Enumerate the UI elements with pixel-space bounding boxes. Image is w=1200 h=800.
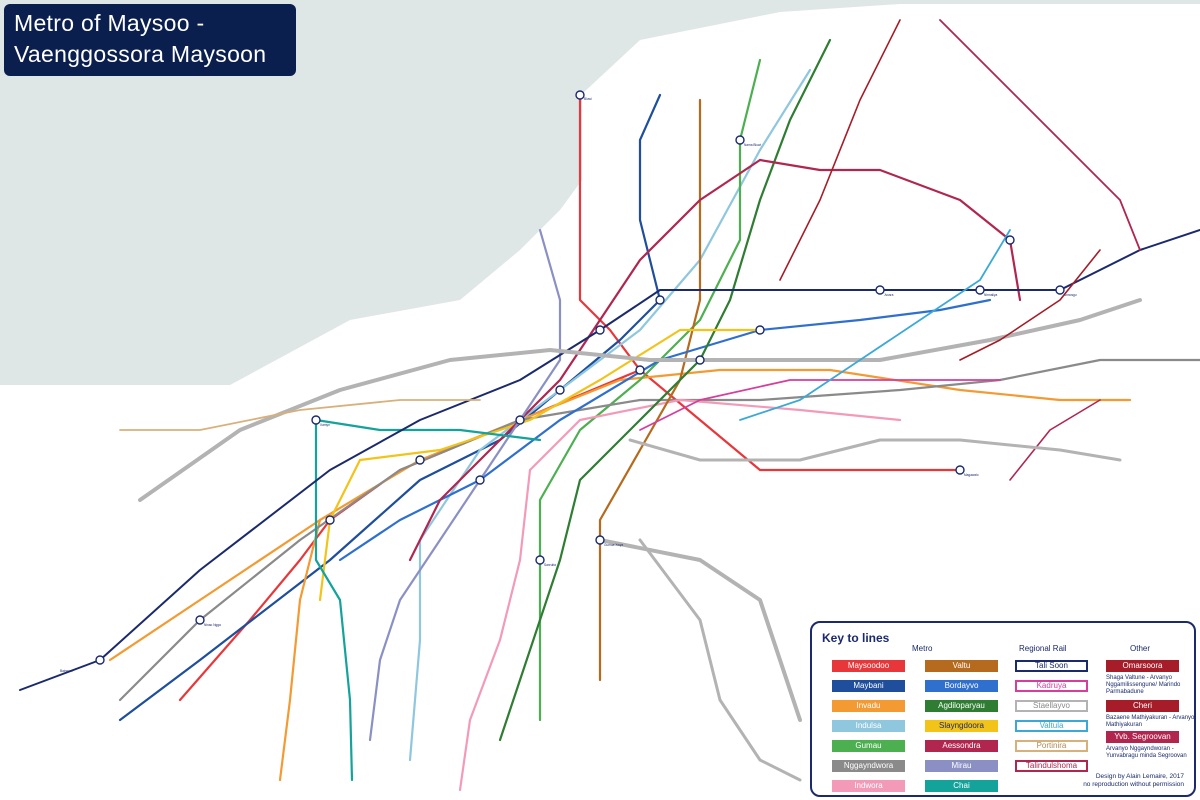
legend-line-aessondra[interactable]: Aessondra (925, 740, 998, 752)
metro-lines (19, 19, 1200, 792)
interchange-station[interactable] (311, 415, 321, 425)
legend-line-nggayndwora[interactable]: Nggayndwora (832, 760, 905, 772)
interchange-station[interactable] (515, 415, 525, 425)
map-title-line2: Vaenggossora Maysoon (14, 41, 267, 67)
legend-line-slayngdoora[interactable]: Slayngdoora (925, 720, 998, 732)
line-segroovan (1009, 399, 1101, 481)
interchange-station[interactable] (415, 455, 425, 465)
line-indwora (458, 468, 532, 792)
legend-other-heading: Other (1130, 644, 1151, 653)
line-portinira (119, 399, 481, 431)
line-valtula (739, 229, 1011, 421)
credit-line2: no reproduction without permission (1083, 781, 1184, 788)
interchange-station[interactable] (595, 535, 605, 545)
legend-line-gumau[interactable]: Gumau (832, 740, 905, 752)
map-credit: Design by Alain Lemaire, 2017 no reprodu… (1083, 773, 1184, 789)
station-label[interactable]: Ninao Ngga (204, 623, 221, 627)
legend-note-bazaene: Bazaene Mathiyakuran - Arvanyo Mathiyaku… (1106, 715, 1195, 728)
legend-line-maybani[interactable]: Maybani (832, 680, 905, 692)
interchange-station[interactable] (535, 555, 545, 565)
interchange-station[interactable] (95, 655, 105, 665)
legend-line-valtu[interactable]: Valtu (925, 660, 998, 672)
line-outer-grey-east (628, 438, 1122, 462)
line-talindulshoma (939, 19, 1141, 251)
interchange-station[interactable] (325, 515, 335, 525)
map-title-box: Metro of Maysoo - Vaenggossora Maysoon (4, 4, 296, 76)
legend-line-staellayvo[interactable]: Staellayvo (1015, 700, 1088, 712)
line-tali-soon (19, 229, 1200, 691)
station-label[interactable]: Jvusra (884, 293, 894, 297)
line-agdiloparyau (498, 38, 832, 742)
line-aessondra-center (408, 158, 762, 562)
station-label[interactable]: Xamyn (320, 423, 330, 427)
interchange-station[interactable] (1005, 235, 1015, 245)
station-label[interactable]: Annosgu (1064, 293, 1077, 297)
legend-line-mirau[interactable]: Mirau (925, 760, 998, 772)
line-aessondra (758, 158, 1022, 302)
interchange-station[interactable] (475, 475, 485, 485)
station-label[interactable]: Sanrulta (544, 563, 556, 567)
line-valtu (598, 98, 702, 682)
interchange-station[interactable] (955, 465, 965, 475)
map-title-line1: Metro of Maysoo - (14, 10, 205, 36)
line-slayngdoora (358, 328, 762, 462)
legend-line-agdiloparyau[interactable]: Agdiloparyau (925, 700, 998, 712)
interchanges (95, 90, 1065, 665)
legend-line-talindulshoma[interactable]: Talindulshoma (1015, 760, 1088, 772)
legend-metro-heading: Metro (912, 644, 933, 653)
legend-line-segroovan[interactable]: Yvb. Segroovan (1106, 731, 1179, 743)
station-label[interactable]: Bluwi (584, 97, 592, 101)
legend-line-invadu[interactable]: Invadu (832, 700, 905, 712)
line-outer-grey-south (638, 538, 802, 782)
line-cheri (959, 249, 1101, 361)
legend-heading: Key to lines (822, 631, 890, 645)
line-indwora-north (528, 398, 902, 472)
interchange-station[interactable] (195, 615, 205, 625)
line-maysoodoo (578, 93, 962, 472)
station-labels: Bluwi Nama Bluwi Xamyn Jvusra Nirmaliya … (60, 97, 1077, 673)
interchange-station[interactable] (575, 90, 585, 100)
legend-line-omarsoora[interactable]: Omarsoora (1106, 660, 1179, 672)
interchange-station[interactable] (735, 135, 745, 145)
legend-line-tali-soon[interactable]: Tali Soon (1015, 660, 1088, 672)
line-chai (314, 418, 354, 782)
station-label[interactable]: Nirmaliya (984, 293, 998, 297)
line-omarsoora (779, 19, 901, 281)
legend-line-valtula[interactable]: Valtula (1015, 720, 1088, 732)
legend-line-maysoodoo[interactable]: Maysoodoo (832, 660, 905, 672)
interchange-station[interactable] (875, 285, 885, 295)
legend-line-bordayvo[interactable]: Bordayvo (925, 680, 998, 692)
interchange-station[interactable] (695, 355, 705, 365)
station-label[interactable]: Bainguur (60, 669, 74, 673)
line-kadruya (639, 379, 1001, 431)
interchange-station[interactable] (635, 365, 645, 375)
legend-note-nggayndworan: Arvanyo Nggayndworan - Yunvabragu minda … (1106, 746, 1187, 759)
interchange-station[interactable] (755, 325, 765, 335)
interchange-station[interactable] (975, 285, 985, 295)
station-label[interactable]: Gumua Xwya (604, 543, 623, 547)
line-chai-east (314, 418, 542, 442)
legend-line-portinira[interactable]: Portinira (1015, 740, 1088, 752)
line-legend: Key to lines Metro Regional Rail Other M… (810, 621, 1196, 797)
legend-note-shaga: Shaga Valtune - Arvanyo Nggamilissengune… (1106, 675, 1181, 695)
line-staellayvo-south (598, 538, 802, 722)
legend-regional-heading: Regional Rail (1019, 644, 1067, 653)
station-label[interactable]: Nama Bluwi (744, 143, 761, 147)
line-invadu-south (278, 518, 322, 782)
legend-line-cheri[interactable]: Cheri (1106, 700, 1179, 712)
legend-line-indwora[interactable]: Indwora (832, 780, 905, 792)
station-label[interactable]: Magawalo (964, 473, 979, 477)
legend-line-chai[interactable]: Chai (925, 780, 998, 792)
line-nggayndwora (118, 358, 1200, 702)
interchange-station[interactable] (655, 295, 665, 305)
legend-line-kadruya[interactable]: Kadruya (1015, 680, 1088, 692)
credit-line1: Design by Alain Lemaire, 2017 (1095, 773, 1184, 780)
interchange-station[interactable] (595, 325, 605, 335)
line-staellayvo (138, 298, 1142, 502)
interchange-station[interactable] (1055, 285, 1065, 295)
interchange-station[interactable] (555, 385, 565, 395)
line-invadu (108, 368, 1132, 662)
legend-line-indulsa[interactable]: Indulsa (832, 720, 905, 732)
